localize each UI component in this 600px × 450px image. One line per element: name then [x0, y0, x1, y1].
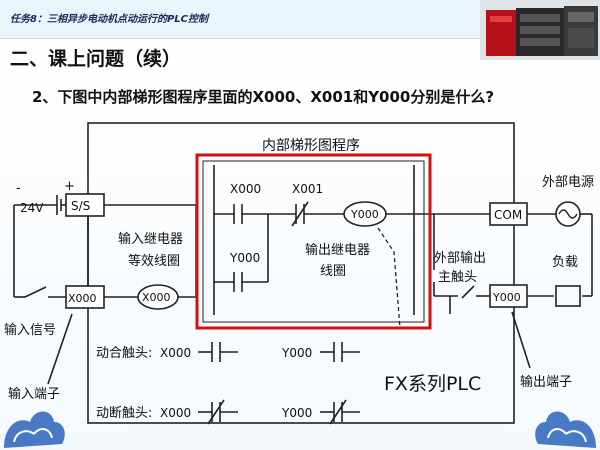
- external-output-label-1: 外部输出: [434, 250, 486, 266]
- input-relay-label-2: 等效线圈: [128, 253, 180, 269]
- coil-y000-label: Y000: [350, 208, 379, 221]
- x000-coil-label: X000: [142, 291, 171, 304]
- no-contact-x-label: X000: [160, 346, 191, 360]
- y000-terminal-label: Y000: [492, 291, 521, 304]
- com-terminal-box: [489, 202, 528, 226]
- com-terminal-label: COM: [494, 208, 522, 222]
- output-terminal-label: 输出端子: [520, 374, 572, 390]
- question-text: 2、下图中内部梯形图程序里面的X000、X001和Y000分别是什么?: [32, 88, 495, 106]
- contact-x000-label: X000: [230, 182, 261, 196]
- input-signal-label: 输入信号: [4, 322, 56, 338]
- x000-terminal-label: X000: [68, 292, 97, 305]
- contact-y000-label: Y000: [229, 251, 260, 265]
- plus-sign: +: [64, 179, 75, 194]
- input-terminal-label: 输入端子: [8, 386, 60, 402]
- minus-sign: -: [16, 181, 21, 196]
- nc-contact-y-label: Y000: [281, 406, 312, 420]
- contact-x001-label: X001: [292, 182, 323, 196]
- x000-coil-shape: [137, 284, 179, 310]
- nc-contact-label: 动断触头:: [96, 406, 152, 421]
- no-contact-y-label: Y000: [281, 346, 312, 360]
- voltage-label: 24V: [20, 201, 44, 215]
- plc-series-label: FX系列PLC: [384, 373, 481, 395]
- output-relay-label-2: 线圈: [320, 264, 346, 279]
- y000-coil-shape: [343, 201, 387, 227]
- output-relay-label-1: 输出继电器: [305, 242, 370, 258]
- ac-wave: [558, 209, 578, 219]
- ss-terminal-box: [65, 193, 105, 217]
- input-relay-label-1: 输入继电器: [118, 231, 183, 247]
- load-label: 负载: [552, 255, 578, 270]
- task-title: 任务8：三相异步电动机点动运行的PLC控制: [10, 14, 208, 25]
- cloud-ornament-icon: [4, 411, 65, 448]
- nc-contact-x-label: X000: [160, 406, 191, 420]
- y000-terminal-box: [489, 284, 528, 308]
- slide-heading: 二、课上问题（续）: [10, 48, 182, 70]
- ladder-title: 内部梯形图程序: [262, 138, 360, 154]
- plc-hardware-icon: [480, 0, 600, 60]
- external-power-label: 外部电源: [542, 175, 594, 190]
- cloud-ornament-icon: [535, 411, 596, 448]
- ss-terminal-label: S/S: [71, 199, 90, 213]
- no-contact-label: 动合触头:: [96, 346, 152, 361]
- ladder-highlight-box: [195, 153, 432, 330]
- x000-terminal-box: [65, 285, 105, 309]
- external-output-label-2: 主触头: [438, 270, 477, 285]
